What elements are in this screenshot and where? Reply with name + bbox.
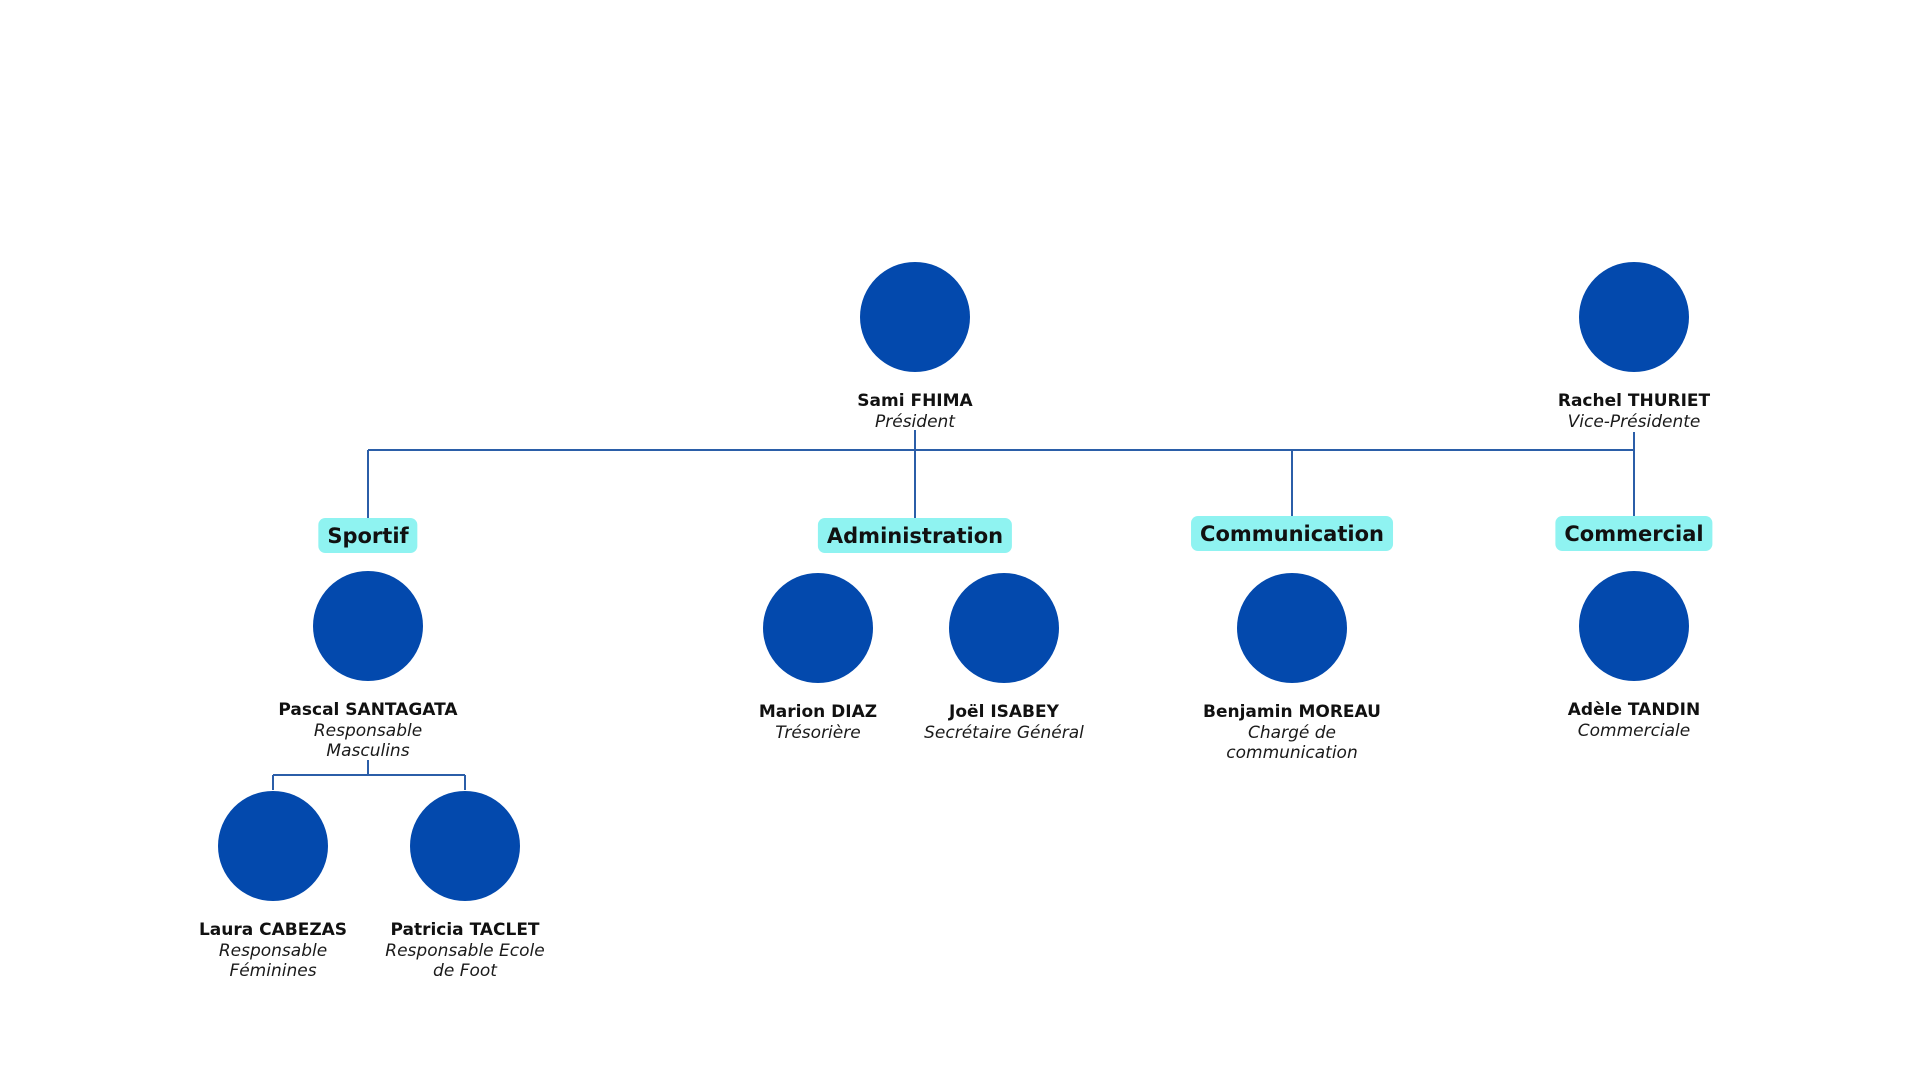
department-administration: Administration bbox=[817, 518, 1013, 553]
person-name: Patricia TACLET bbox=[390, 920, 540, 940]
department-sportif: Sportif bbox=[318, 518, 418, 553]
person-role: Commerciale bbox=[1577, 721, 1691, 741]
department-commercial: Commercial bbox=[1555, 516, 1713, 551]
avatar-commerciale bbox=[1579, 571, 1689, 681]
avatar-secretaire bbox=[949, 573, 1059, 683]
person-ecole-foot: Patricia TACLET Responsable Ecole de Foo… bbox=[345, 791, 585, 981]
person-tresoriere: Marion DIAZ Trésorière bbox=[698, 573, 938, 743]
person-role: Trésorière bbox=[775, 723, 861, 743]
avatar-tresoriere bbox=[763, 573, 873, 683]
person-name: Rachel THURIET bbox=[1557, 391, 1711, 411]
person-secretaire: Joël ISABEY Secrétaire Général bbox=[884, 573, 1124, 743]
person-role: Responsable Masculins bbox=[313, 721, 423, 761]
avatar-vice-president bbox=[1579, 262, 1689, 372]
person-feminines: Laura CABEZAS Responsable Féminines bbox=[153, 791, 393, 981]
avatar-sportif-head bbox=[313, 571, 423, 681]
person-commerciale: Adèle TANDIN Commerciale bbox=[1514, 571, 1754, 741]
avatar-feminines bbox=[218, 791, 328, 901]
person-name: Benjamin MOREAU bbox=[1203, 702, 1381, 722]
avatar-president bbox=[860, 262, 970, 372]
avatar-ecole-foot bbox=[410, 791, 520, 901]
person-role: Président bbox=[875, 412, 955, 432]
person-name: Pascal SANTAGATA bbox=[278, 700, 458, 720]
person-communication: Benjamin MOREAU Chargé de communication bbox=[1172, 573, 1412, 763]
person-role: Secrétaire Général bbox=[924, 723, 1084, 743]
person-role: Chargé de communication bbox=[1226, 723, 1358, 763]
person-role: Responsable Féminines bbox=[218, 941, 328, 981]
person-role: Responsable Ecole de Foot bbox=[385, 941, 545, 981]
person-vice-president: Rachel THURIET Vice-Présidente bbox=[1514, 262, 1754, 432]
person-name: Laura CABEZAS bbox=[198, 920, 348, 940]
person-name: Marion DIAZ bbox=[758, 702, 878, 722]
department-communication: Communication bbox=[1191, 516, 1393, 551]
person-role: Vice-Présidente bbox=[1567, 412, 1701, 432]
person-president: Sami FHIMA Président bbox=[795, 262, 1035, 432]
person-name: Adèle TANDIN bbox=[1567, 700, 1701, 720]
person-name: Sami FHIMA bbox=[857, 391, 973, 411]
person-sportif-head: Pascal SANTAGATA Responsable Masculins bbox=[248, 571, 488, 761]
person-name: Joël ISABEY bbox=[949, 702, 1059, 722]
avatar-communication bbox=[1237, 573, 1347, 683]
